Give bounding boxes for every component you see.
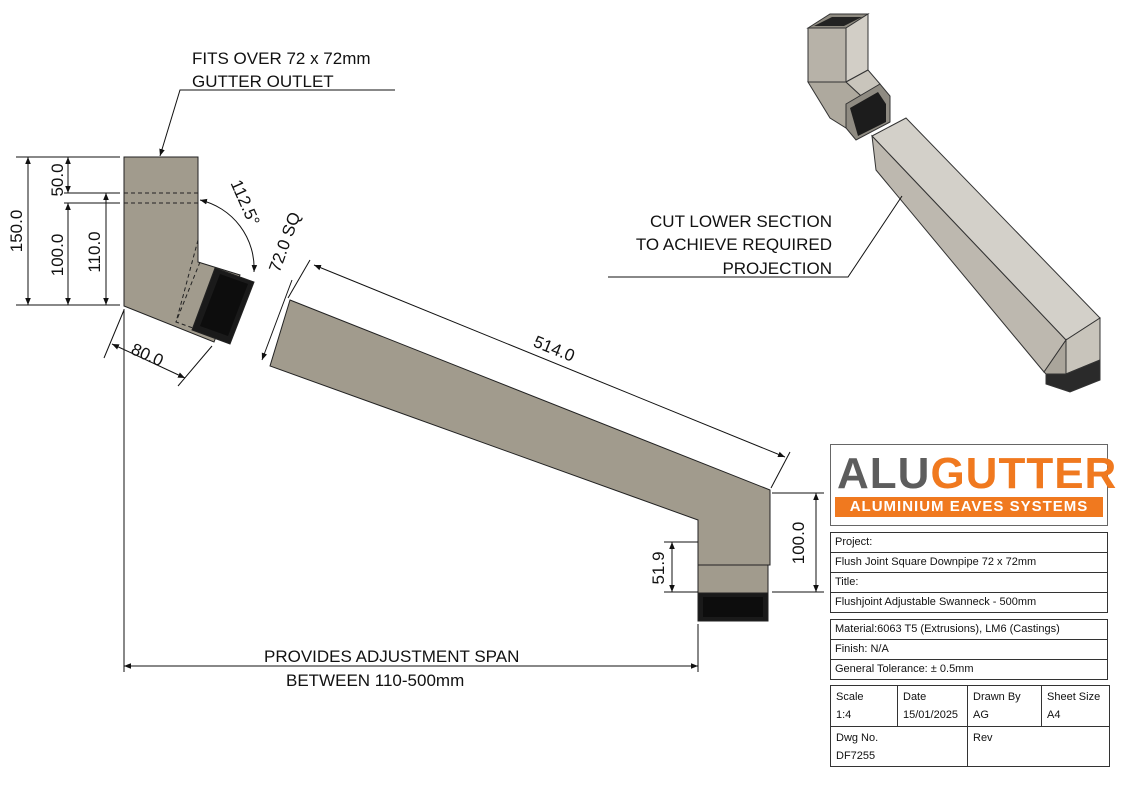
scale-label: Scale: [836, 691, 864, 703]
gutter-note-line2: GUTTER OUTLET: [192, 72, 334, 91]
bottom-outlet-socket: [697, 564, 769, 622]
project-label: Project:: [831, 533, 1107, 553]
cut-note-line2: TO ACHIEVE REQUIRED: [636, 235, 832, 254]
logo-wordmark: ALUGUTTER: [837, 449, 1118, 498]
spec-block: Material:6063 T5 (Extrusions), LM6 (Cast…: [830, 619, 1108, 680]
dim-150-label: 150.0: [7, 210, 26, 253]
sheet-size-label: Sheet Size: [1047, 691, 1101, 703]
dim-50-label: 50.0: [48, 163, 67, 196]
dim-outlet-height: 51.9: [649, 541, 698, 593]
date-cell: Date 15/01/2025: [898, 686, 967, 726]
material-spec: Material:6063 T5 (Extrusions), LM6 (Cast…: [831, 620, 1107, 640]
dim-110-label: 110.0: [85, 231, 104, 272]
dim-sq-label: 72.0 SQ: [265, 210, 304, 275]
adjustment-span-note: PROVIDES ADJUSTMENT SPAN BETWEEN 110-500…: [123, 309, 699, 690]
drawn-by-label: Drawn By: [973, 691, 1021, 703]
title-label: Title:: [831, 573, 1107, 593]
scale-cell: Scale 1:4: [831, 686, 897, 726]
iso-view-swanneck: [806, 13, 1101, 393]
dim-elbow-100: 100.0: [48, 202, 120, 305]
dim-elbow-angle: 112.5°: [199, 177, 264, 273]
logo-tagline: ALUMINIUM EAVES SYSTEMS: [835, 497, 1103, 517]
lower-pipe-section: [269, 299, 771, 574]
rev-label: Rev: [973, 732, 993, 744]
dim-end-100-label: 100.0: [789, 522, 808, 565]
grid-divider: [897, 686, 898, 726]
tolerance-spec: General Tolerance: ± 0.5mm: [835, 663, 974, 675]
dwg-no-value: DF7255: [836, 750, 876, 762]
gutter-outlet-note: FITS OVER 72 x 72mm GUTTER OUTLET: [159, 49, 395, 157]
grid-divider: [967, 686, 968, 766]
dim-51-label: 51.9: [649, 551, 668, 584]
scale-value: 1:4: [836, 709, 852, 721]
company-logo: ALUGUTTER ALUMINIUM EAVES SYSTEMS: [830, 444, 1116, 526]
date-label: Date: [903, 691, 927, 703]
dim-100-label: 100.0: [48, 234, 67, 277]
cut-note-line1: CUT LOWER SECTION: [650, 212, 832, 231]
dwg-no-cell: Dwg No. DF7255: [831, 727, 967, 766]
drawing-info-grid: Scale 1:4 Date 15/01/2025 Drawn By AG Sh…: [830, 685, 1110, 767]
dim-end-height: 100.0: [772, 492, 824, 593]
rev-cell: Rev: [968, 727, 1109, 766]
sheet-size-value: A4: [1047, 709, 1061, 721]
dwg-no-label: Dwg No.: [836, 732, 879, 744]
grid-divider: [1041, 686, 1042, 726]
dim-angle-label: 112.5°: [227, 177, 264, 229]
gutter-note-line1: FITS OVER 72 x 72mm: [192, 49, 371, 68]
title-value: Flushjoint Adjustable Swanneck - 500mm: [835, 596, 1037, 608]
drawn-by-value: AG: [973, 709, 989, 721]
dim-80-label: 80.0: [128, 340, 166, 371]
span-note-line1: PROVIDES ADJUSTMENT SPAN: [264, 647, 519, 666]
sheet-size-cell: Sheet Size A4: [1042, 686, 1109, 726]
date-value: 15/01/2025: [903, 709, 959, 721]
grid-divider: [831, 726, 1109, 727]
project-title-block: Project: Flush Joint Square Downpipe 72 …: [830, 532, 1108, 613]
drawn-by-cell: Drawn By AG: [968, 686, 1041, 726]
span-note-line2: BETWEEN 110-500mm: [286, 671, 464, 690]
dim-elbow-110: 110.0: [85, 193, 109, 305]
project-value: Flush Joint Square Downpipe 72 x 72mm: [831, 553, 1107, 573]
cut-note-line3: PROJECTION: [722, 259, 832, 278]
elbow-outlet-socket: [191, 267, 255, 345]
finish-spec: Finish: N/A: [831, 640, 1107, 660]
dim-514-label: 514.0: [531, 332, 578, 366]
cut-section-note: CUT LOWER SECTION TO ACHIEVE REQUIRED PR…: [608, 195, 903, 278]
dim-socket-depth: 50.0: [48, 157, 120, 197]
